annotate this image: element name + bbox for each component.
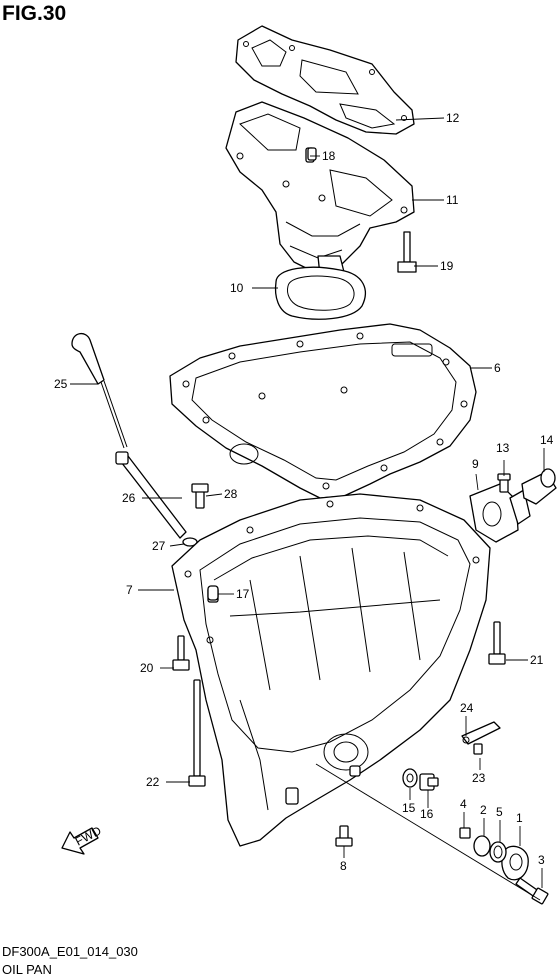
bolt-13[interactable] — [497, 473, 511, 493]
callout-3: 3 — [538, 853, 545, 867]
figure-title: FIG.30 — [2, 2, 67, 25]
callout-10: 10 — [230, 281, 244, 295]
callout-15: 15 — [402, 801, 416, 815]
strainer-gasket-10[interactable] — [274, 266, 366, 320]
gasket-12[interactable] — [235, 25, 415, 135]
clamp-24[interactable] — [461, 721, 501, 745]
callout-4: 4 — [460, 797, 467, 811]
dowel-pin-17 — [207, 585, 219, 601]
callout-23: 23 — [472, 771, 486, 785]
drain-bolt-8[interactable] — [335, 825, 353, 847]
collar-2[interactable] — [473, 835, 491, 857]
callout-14: 14 — [540, 433, 554, 447]
callout-17: 17 — [236, 587, 250, 601]
callout-5: 5 — [496, 805, 503, 819]
o-ring-5[interactable] — [489, 841, 507, 863]
oil-pan-gasket-6[interactable] — [169, 323, 477, 499]
callout-28: 28 — [224, 487, 238, 501]
model-code: DF300A_E01_014_030 — [2, 944, 138, 959]
bolt-21[interactable] — [488, 621, 506, 665]
bolt-4[interactable] — [459, 827, 471, 839]
bolt-19[interactable] — [397, 231, 417, 273]
callout-9: 9 — [472, 457, 479, 471]
dipstick-25[interactable] — [71, 333, 128, 449]
callout-18: 18 — [322, 149, 336, 163]
callout-20: 20 — [140, 661, 154, 675]
callout-6: 6 — [494, 361, 501, 375]
callout-26: 26 — [122, 491, 136, 505]
callout-12: 12 — [446, 111, 460, 125]
bolt-20[interactable] — [172, 635, 190, 671]
callout-11: 11 — [446, 193, 459, 207]
bolt-3[interactable] — [515, 877, 549, 905]
dipstick-guide-26[interactable] — [115, 451, 187, 539]
callout-labels: 12 18 11 19 10 6 25 13 14 9 26 28 27 7 1… — [54, 111, 554, 873]
plate-1[interactable] — [501, 845, 529, 881]
bolt-22[interactable] — [188, 679, 206, 787]
leader-lines — [70, 117, 545, 888]
fitting-9[interactable] — [469, 483, 531, 543]
callout-16: 16 — [420, 807, 434, 821]
bolt-23[interactable] — [473, 743, 483, 755]
callout-7: 7 — [126, 583, 133, 597]
callout-22: 22 — [146, 775, 160, 789]
fwd-label: FWD — [73, 823, 104, 848]
callout-25: 25 — [54, 377, 68, 391]
oil-pan-7[interactable] — [171, 493, 491, 847]
pin-18 — [307, 147, 317, 161]
callout-19: 19 — [440, 259, 454, 273]
drain-plug-16[interactable] — [419, 773, 439, 791]
callout-2: 2 — [480, 803, 487, 817]
callout-21: 21 — [530, 653, 544, 667]
callout-13: 13 — [496, 441, 510, 455]
bolt-28[interactable] — [191, 483, 209, 509]
hose-joint-14[interactable] — [521, 468, 557, 505]
callout-24: 24 — [460, 701, 474, 715]
callout-1: 1 — [516, 811, 523, 825]
callout-27: 27 — [152, 539, 166, 553]
washer-15[interactable] — [402, 768, 418, 788]
figure-name: OIL PAN — [2, 962, 52, 977]
callout-8: 8 — [340, 859, 347, 873]
fwd-arrow: FWD — [61, 823, 104, 855]
